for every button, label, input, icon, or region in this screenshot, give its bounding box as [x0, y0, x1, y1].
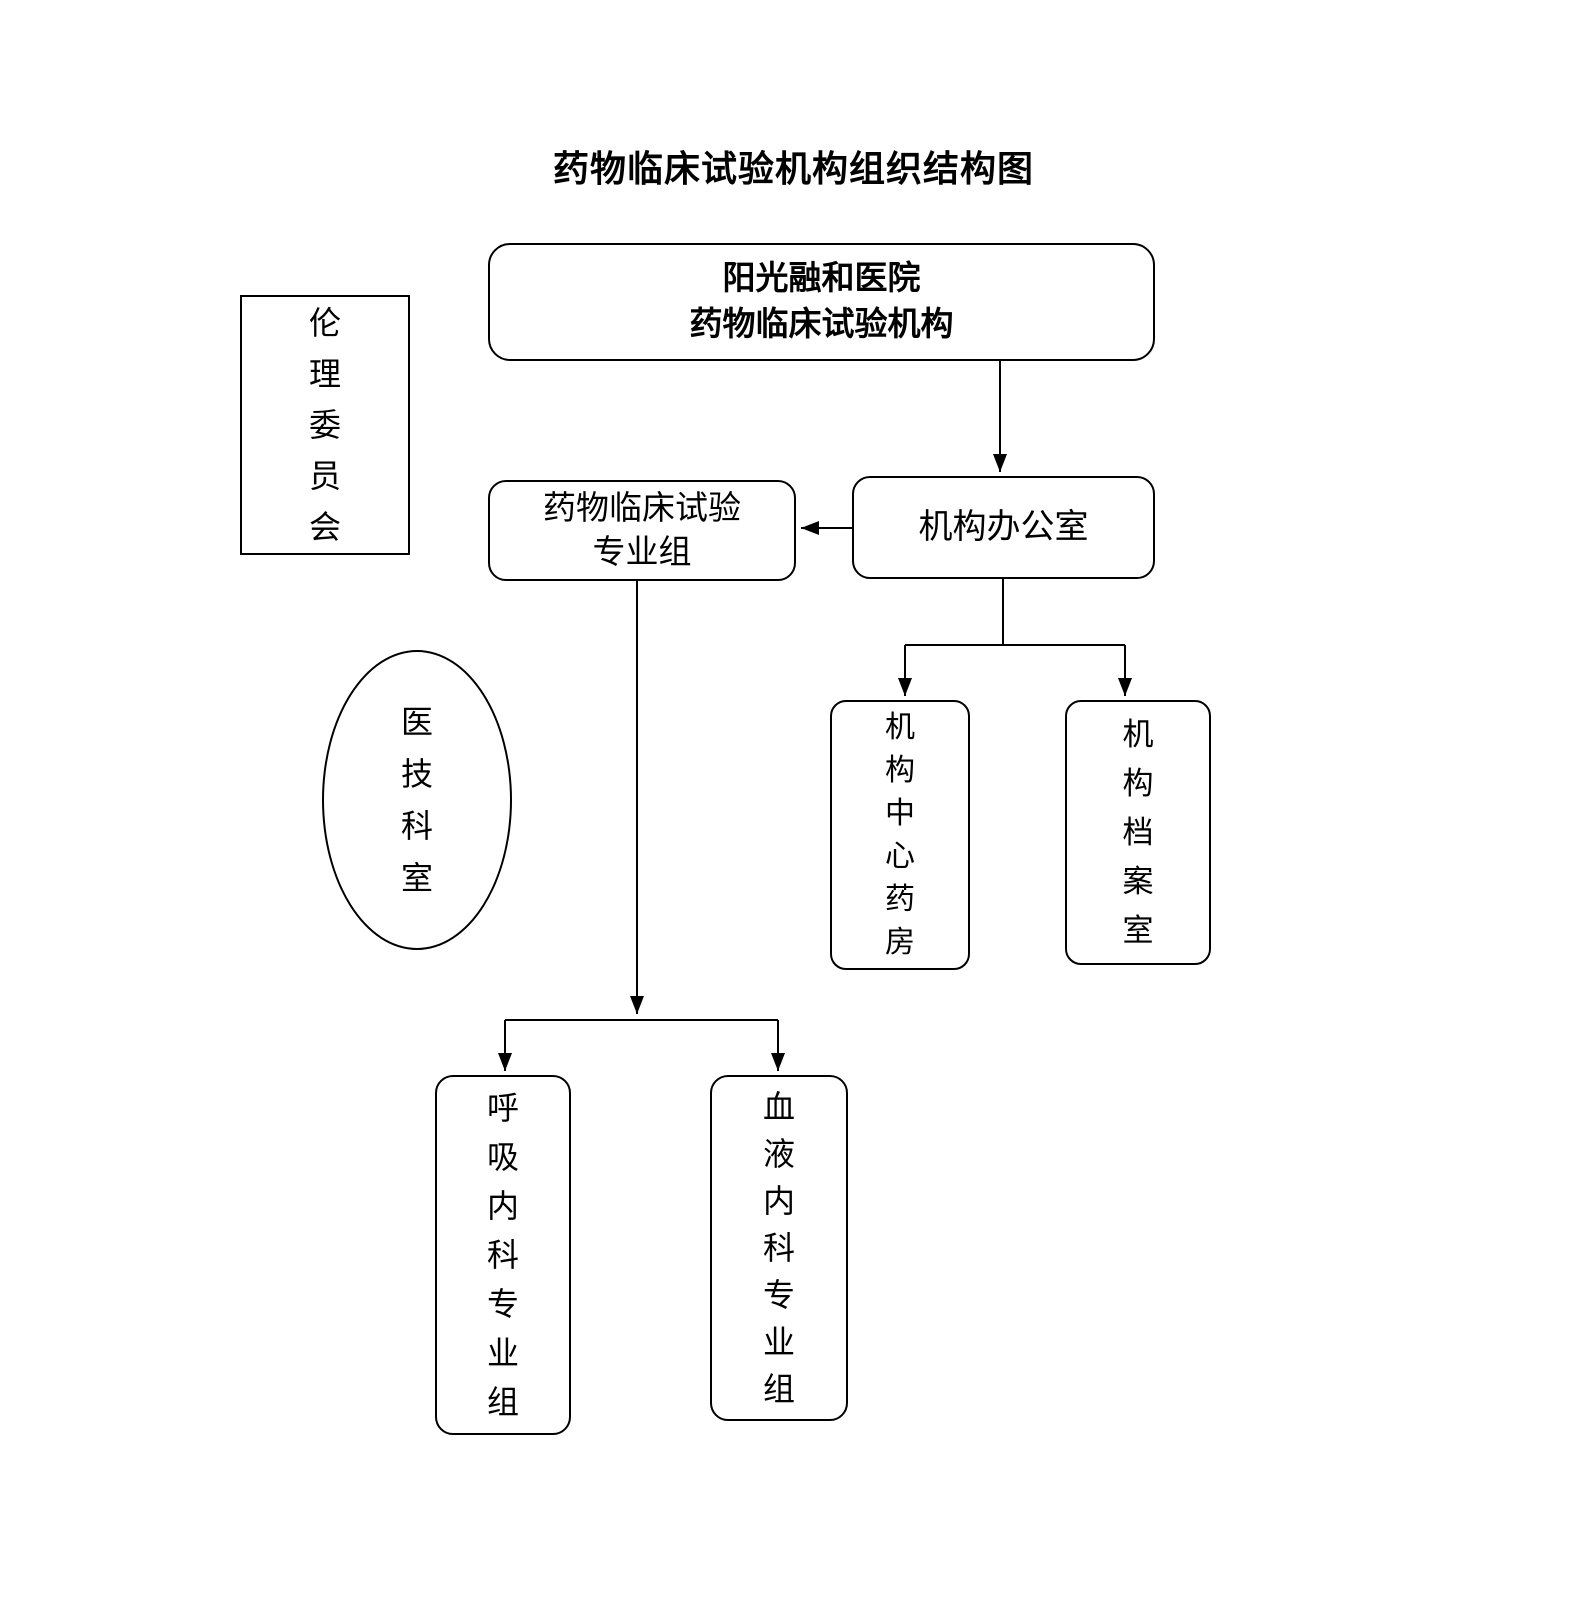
node-hospital-line1: 阳光融和医院 [722, 261, 921, 297]
node-hospital-institution: 阳光融和医院 药物临床试验机构 [488, 243, 1155, 361]
node-medical-tech-dept: 医技科室 [322, 650, 512, 950]
node-hematology-group: 血液内科专业组 [710, 1075, 848, 1421]
node-ethics-committee-label: 伦理委员会 [308, 304, 341, 545]
node-central-pharmacy: 机构中心药房 [830, 700, 970, 970]
node-specialty-group: 药物临床试验 专业组 [488, 480, 796, 581]
node-central-pharmacy-label: 机构中心药房 [885, 711, 915, 959]
node-respiratory-group: 呼吸内科专业组 [435, 1075, 571, 1435]
page-title: 药物临床试验机构组织结构图 [552, 149, 1034, 189]
node-medical-tech-dept-label: 医技科室 [400, 704, 433, 896]
node-institution-office: 机构办公室 [852, 476, 1155, 579]
node-archive-room: 机构档案室 [1065, 700, 1211, 965]
node-ethics-committee: 伦理委员会 [240, 295, 410, 555]
node-hematology-group-label: 血液内科专业组 [762, 1088, 795, 1407]
node-hospital-line2: 药物临床试验机构 [689, 307, 954, 343]
node-institution-office-label: 机构办公室 [918, 508, 1089, 546]
node-specialty-line1: 药物临床试验 [543, 490, 741, 527]
node-respiratory-group-label: 呼吸内科专业组 [486, 1089, 519, 1420]
node-specialty-line2: 专业组 [592, 534, 692, 571]
node-archive-room-label: 机构档案室 [1122, 717, 1154, 948]
